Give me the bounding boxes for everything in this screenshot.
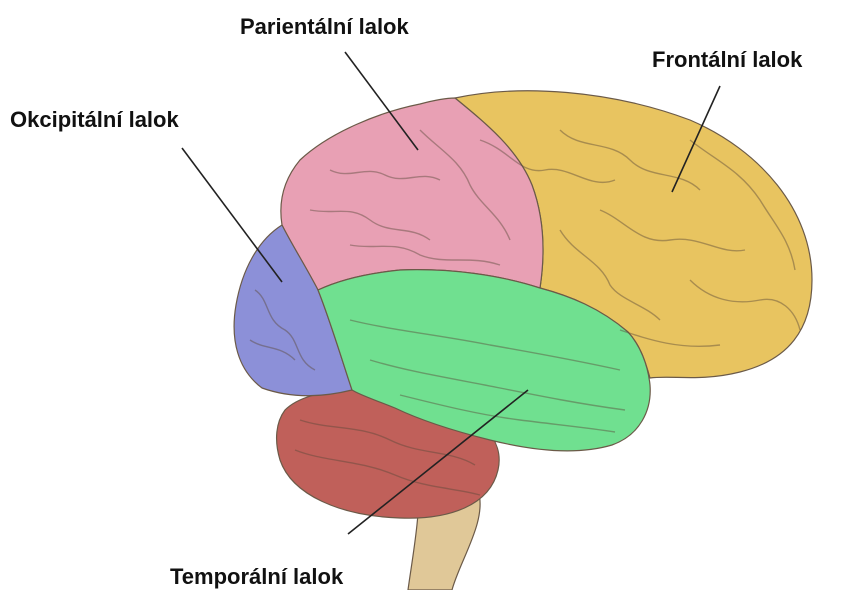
label-parietal-lobe: Parientální lalok bbox=[240, 16, 409, 38]
label-temporal-lobe: Temporální lalok bbox=[170, 566, 343, 588]
label-occipital-lobe: Okcipitální lalok bbox=[10, 109, 179, 131]
label-frontal-lobe: Frontální lalok bbox=[652, 49, 802, 71]
occipital-leader-line bbox=[182, 148, 282, 282]
